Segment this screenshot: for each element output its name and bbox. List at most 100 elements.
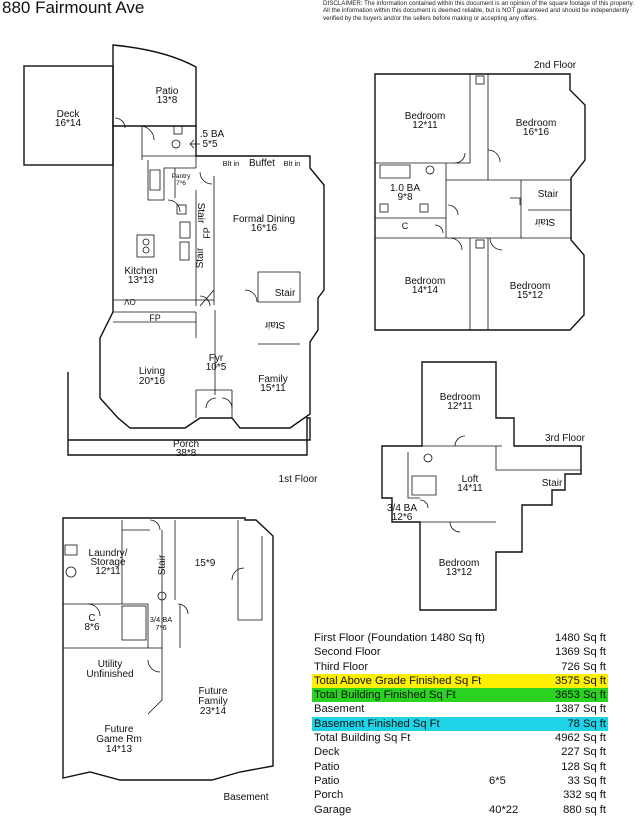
kitchen-size: 13*13 xyxy=(128,275,155,286)
pantry-size: 7*6 xyxy=(176,180,186,187)
summary-label: Total Building Finished Sq Ft xyxy=(314,689,456,702)
summary-value: 227 Sq ft xyxy=(561,746,606,759)
third-floor-doors xyxy=(419,435,466,533)
porch-label: Porch xyxy=(173,439,199,450)
bedroom-2b-size: 16*16 xyxy=(523,127,550,138)
cooktop-icon xyxy=(136,234,155,258)
summary-label: Garage xyxy=(314,803,352,816)
summary-row: Garage 40*22 880 sq ft xyxy=(312,803,608,817)
foyer-label: Fyr xyxy=(209,353,224,364)
summary-value: 1480 Sq ft xyxy=(554,632,606,644)
bedroom-2a-size: 12*11 xyxy=(412,120,438,131)
basement-doors xyxy=(87,519,245,673)
porch-outline xyxy=(67,372,311,456)
bedroom-2d-size: 15*12 xyxy=(517,290,544,301)
stair-label-b: Stair xyxy=(157,554,168,575)
fridge-icon xyxy=(176,204,187,215)
half-bath-label: .5 BA xyxy=(200,129,225,140)
room-15x9: 15*9 xyxy=(195,558,216,569)
loft-size: 14*11 xyxy=(457,483,483,494)
shower-icon xyxy=(121,605,147,641)
built-in-left: Blt in xyxy=(223,159,240,168)
patio-size: 13*8 xyxy=(157,95,178,106)
bath-2-size: 9*8 xyxy=(397,192,412,203)
toilet-icon xyxy=(171,139,181,149)
half-bath-size: 5*5 xyxy=(202,139,217,150)
summary-dimensions xyxy=(487,788,553,802)
arrow-icon xyxy=(189,139,200,149)
summary-label: Basement xyxy=(314,703,365,716)
basement-outline xyxy=(62,517,274,781)
bedroom-2d-label: Bedroom xyxy=(510,281,551,292)
living-label: Living xyxy=(139,366,165,377)
formal-dining-label: Formal Dining xyxy=(233,214,295,225)
summary-value: 332 sq ft xyxy=(563,789,606,802)
third-floor-plan: Bedroom 12*11 Loft 14*11 3/4 BA 12*6 Bed… xyxy=(381,361,586,611)
first-floor-plan: Deck 16*14 Patio 13*8 .5 BA 5*5 Pantry 7… xyxy=(23,44,325,485)
second-floor-label: 2nd Floor xyxy=(534,60,577,71)
family-label: Family xyxy=(258,374,287,385)
first-floor-walls xyxy=(113,126,301,418)
first-floor-doors xyxy=(114,117,258,409)
bath-2-label: 1.0 BA xyxy=(390,183,420,194)
second-floor-outline xyxy=(374,73,586,331)
buffet-label: Buffet xyxy=(249,158,275,169)
basement-floor-label: Basement xyxy=(223,792,268,803)
stair-label-2f: Stair xyxy=(538,189,559,200)
bedroom-3a-label: Bedroom xyxy=(440,392,481,403)
summary-value: 3653 Sq ft xyxy=(554,689,606,702)
toilet-icon-3 xyxy=(423,453,433,463)
summary-dimensions xyxy=(487,717,553,731)
third-floor-walls xyxy=(407,445,581,523)
summary-dimensions xyxy=(487,745,553,759)
summary-value: 726 Sq ft xyxy=(561,660,606,673)
summary-value: 1387 Sq ft xyxy=(554,703,606,716)
dishwasher-icon xyxy=(179,241,190,261)
summary-label: Deck xyxy=(314,746,340,759)
summary-dimensions: 40*22 xyxy=(489,803,519,816)
summary-dimensions xyxy=(487,645,553,659)
oven-label: OV xyxy=(124,297,136,306)
stair-label-3f: Stair xyxy=(542,478,563,489)
bath-3-size: 12*6 xyxy=(392,512,413,523)
basement-closet-size: 8*6 xyxy=(84,622,99,633)
second-floor-plan: Bedroom 12*11 Bedroom 16*16 1.0 BA 9*8 B… xyxy=(374,60,586,331)
stair-label-3: Stair xyxy=(195,203,206,224)
summary-row: Basement Finished Sq Ft 78 Sq ft xyxy=(312,716,608,732)
summary-label: Basement Finished Sq Ft xyxy=(314,717,440,730)
washer-icon xyxy=(64,544,78,556)
summary-value: 78 Sq ft xyxy=(567,717,606,730)
summary-dimensions: 6*5 xyxy=(489,774,506,787)
stair-label-1: Stair xyxy=(275,288,296,299)
basement-walls xyxy=(63,520,263,715)
second-floor-doors xyxy=(434,149,521,251)
summary-dimensions xyxy=(487,688,553,702)
summary-label: Patio xyxy=(314,760,340,773)
summary-value: 33 Sq ft xyxy=(567,774,606,787)
summary-value: 880 sq ft xyxy=(563,803,606,816)
summary-dimensions xyxy=(487,731,553,745)
future-game-size: 14*13 xyxy=(106,744,133,755)
summary-value: 128 Sq ft xyxy=(561,760,606,773)
basement-plan: Laundry/ Storage 12*11 15*9 Stair C 8*6 … xyxy=(62,517,274,803)
summary-label: Total Above Grade Finished Sq Ft xyxy=(314,674,482,687)
patio-outline xyxy=(112,44,197,127)
bedroom-2c-label: Bedroom xyxy=(405,276,446,287)
laundry-label-2: Storage xyxy=(90,557,125,568)
bedroom-3b-label: Bedroom xyxy=(439,558,480,569)
dryer-icon xyxy=(65,566,77,578)
bedroom-2b-label: Bedroom xyxy=(516,118,557,129)
summary-label: Patio xyxy=(314,774,340,787)
future-game-label-2: Game Rm xyxy=(96,734,142,745)
sink-icon xyxy=(179,221,191,239)
summary-dimensions xyxy=(487,674,553,688)
utility-label-1: Utility xyxy=(98,659,122,670)
deck-label: Deck xyxy=(57,109,81,120)
stair-label-2f-b: Stair xyxy=(534,216,555,227)
